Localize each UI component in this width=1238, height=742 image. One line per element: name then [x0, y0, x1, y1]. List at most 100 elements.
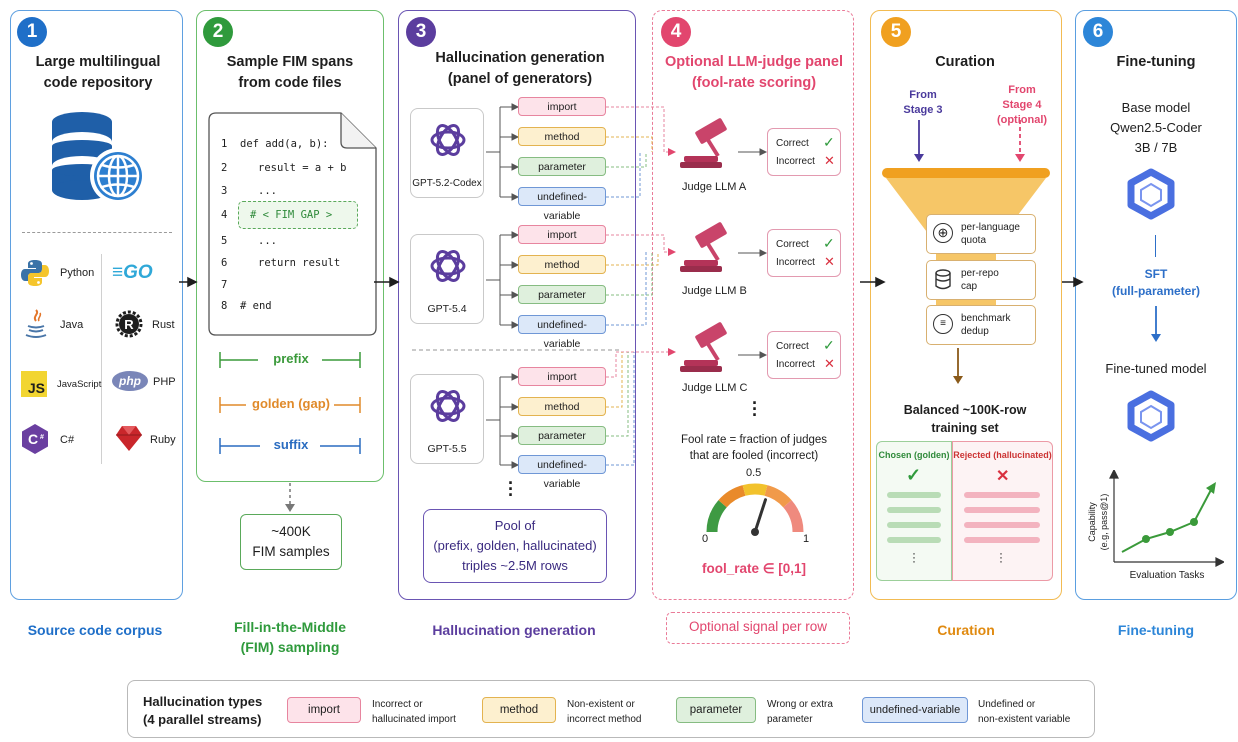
tag-method: method	[518, 255, 606, 274]
go-logo: ≡GO	[112, 262, 153, 283]
stage-title: Curation	[935, 54, 995, 70]
code-text: # < FIM GAP >	[250, 209, 333, 221]
verdict-box: Correct ✓ Incorrect ✕	[767, 229, 841, 277]
java-icon	[25, 309, 47, 338]
tag-import: import	[518, 225, 606, 244]
legend-desc: Wrong or extra parameter	[767, 699, 833, 725]
span-markers	[219, 352, 361, 454]
legend-desc: Undefined or non-existent variable	[978, 699, 1071, 725]
fool-rate-gauge	[706, 483, 804, 536]
rejected-label: Rejected (hallucinated)	[953, 450, 1052, 460]
svg-text:R: R	[124, 317, 134, 332]
divider	[22, 232, 172, 233]
chosen-label: Chosen (golden)	[878, 450, 950, 460]
generator-box: GPT-5.4	[410, 234, 484, 324]
tag-undefined-variable: undefined-variable	[518, 315, 606, 350]
tag-parameter: parameter	[518, 426, 606, 445]
chosen-row	[887, 492, 941, 498]
check-icon: ✓	[823, 337, 835, 353]
stage-footer: Fine-tuning	[1117, 622, 1195, 638]
legend-desc: Incorrect or hallucinated import	[372, 699, 456, 725]
fim-samples-box: ~400K FIM samples	[240, 514, 342, 570]
generator-label: GPT-5.2-Codex	[412, 178, 482, 189]
legend-swatch-parameter: parameter	[676, 697, 756, 723]
verdict-incorrect: Incorrect	[776, 156, 815, 167]
python-icon	[21, 260, 49, 286]
stage-footer: Hallucination generation	[432, 622, 596, 638]
database-globe-icon	[52, 112, 146, 204]
stage-number: 2	[203, 17, 233, 47]
tag-parameter: parameter	[518, 157, 606, 176]
language-label: PHP	[153, 376, 176, 388]
rejected-row	[964, 537, 1040, 543]
svg-text:#: #	[40, 434, 44, 441]
svg-text:C: C	[28, 431, 38, 447]
prefix-label: prefix	[273, 351, 309, 366]
verdict-incorrect: Incorrect	[776, 257, 815, 268]
line-number: 5	[221, 235, 228, 247]
stage-title: Sample FIM spans from code files	[226, 54, 354, 91]
tag-undefined-variable: undefined-variable	[518, 187, 606, 222]
line-number: 6	[221, 257, 228, 269]
code-text: # end	[240, 300, 272, 312]
stage5-panel	[870, 10, 1062, 600]
code-text: def add(a, b):	[240, 138, 329, 150]
javascript-icon: JS	[21, 371, 47, 397]
training-set-title: Balanced ~100K-row training set	[903, 403, 1027, 435]
gauge-needle	[753, 498, 768, 534]
language-label: JavaScript	[57, 379, 102, 390]
line-number: 1	[221, 138, 228, 150]
dashed-down-arrow	[285, 483, 295, 512]
vertical-ellipsis: ···	[999, 546, 1003, 568]
gavel-icon	[680, 222, 727, 272]
stage-number: 3	[406, 17, 436, 47]
tag-parameter: parameter	[518, 285, 606, 304]
openai-icon	[430, 250, 466, 282]
judge-label: Judge LLM A	[682, 181, 747, 193]
generator-label: GPT-5.4	[427, 303, 467, 315]
code-text: return result	[258, 257, 341, 269]
chart-xlabel: Evaluation Tasks	[1129, 570, 1205, 581]
tag-method: method	[518, 397, 606, 416]
gauge-max-label: 1	[803, 533, 810, 545]
clipboard-icon: ≡	[933, 314, 953, 334]
tag-method: method	[518, 127, 606, 146]
divider	[101, 254, 102, 464]
cross-icon: ✕	[824, 254, 835, 269]
stage-footer: Fill-in-the-Middle (FIM) sampling	[234, 619, 346, 655]
stage-title: Fine-tuning	[1116, 54, 1196, 70]
language-label: C#	[60, 434, 75, 446]
verdict-correct: Correct	[776, 239, 809, 250]
stage-title: Hallucination generation (panel of gener…	[435, 50, 605, 87]
gauge-min-label: 0	[702, 533, 709, 545]
filter-box: per-repo cap	[926, 260, 1036, 300]
capability-chart	[1109, 470, 1224, 567]
stage4-panel	[652, 10, 854, 600]
gauge-mid-label: 0.5	[746, 467, 762, 479]
stage6-panel	[1075, 10, 1237, 600]
golden-label: golden (gap)	[252, 396, 330, 411]
cross-icon: ✕	[824, 153, 835, 168]
generator-label: GPT-5.5	[427, 443, 467, 455]
globe-icon: ⊕	[933, 223, 953, 243]
language-label: Ruby	[150, 434, 176, 446]
generator-box: GPT-5.2-Codex	[410, 108, 484, 198]
language-label: GO	[123, 262, 153, 283]
rejected-row	[964, 522, 1040, 528]
from-stage3-label: From Stage 3	[903, 89, 943, 116]
stage-number: 6	[1083, 17, 1113, 47]
code-text: result = a + b	[258, 162, 347, 174]
chart-ylabel: Capability (e.g, pass@1)	[1087, 493, 1109, 551]
filter-box: ≡ benchmark dedup	[926, 305, 1036, 345]
line-number: 7	[221, 279, 228, 291]
rejected-row	[964, 492, 1040, 498]
suffix-label: suffix	[273, 437, 309, 452]
tag-import: import	[518, 367, 606, 386]
legend-desc: Non-existent or incorrect method	[567, 699, 642, 725]
language-label: Java	[60, 319, 84, 331]
gavel-icon	[680, 118, 727, 168]
filter-label: per-repo cap	[961, 268, 999, 292]
connector-line	[1155, 235, 1156, 257]
